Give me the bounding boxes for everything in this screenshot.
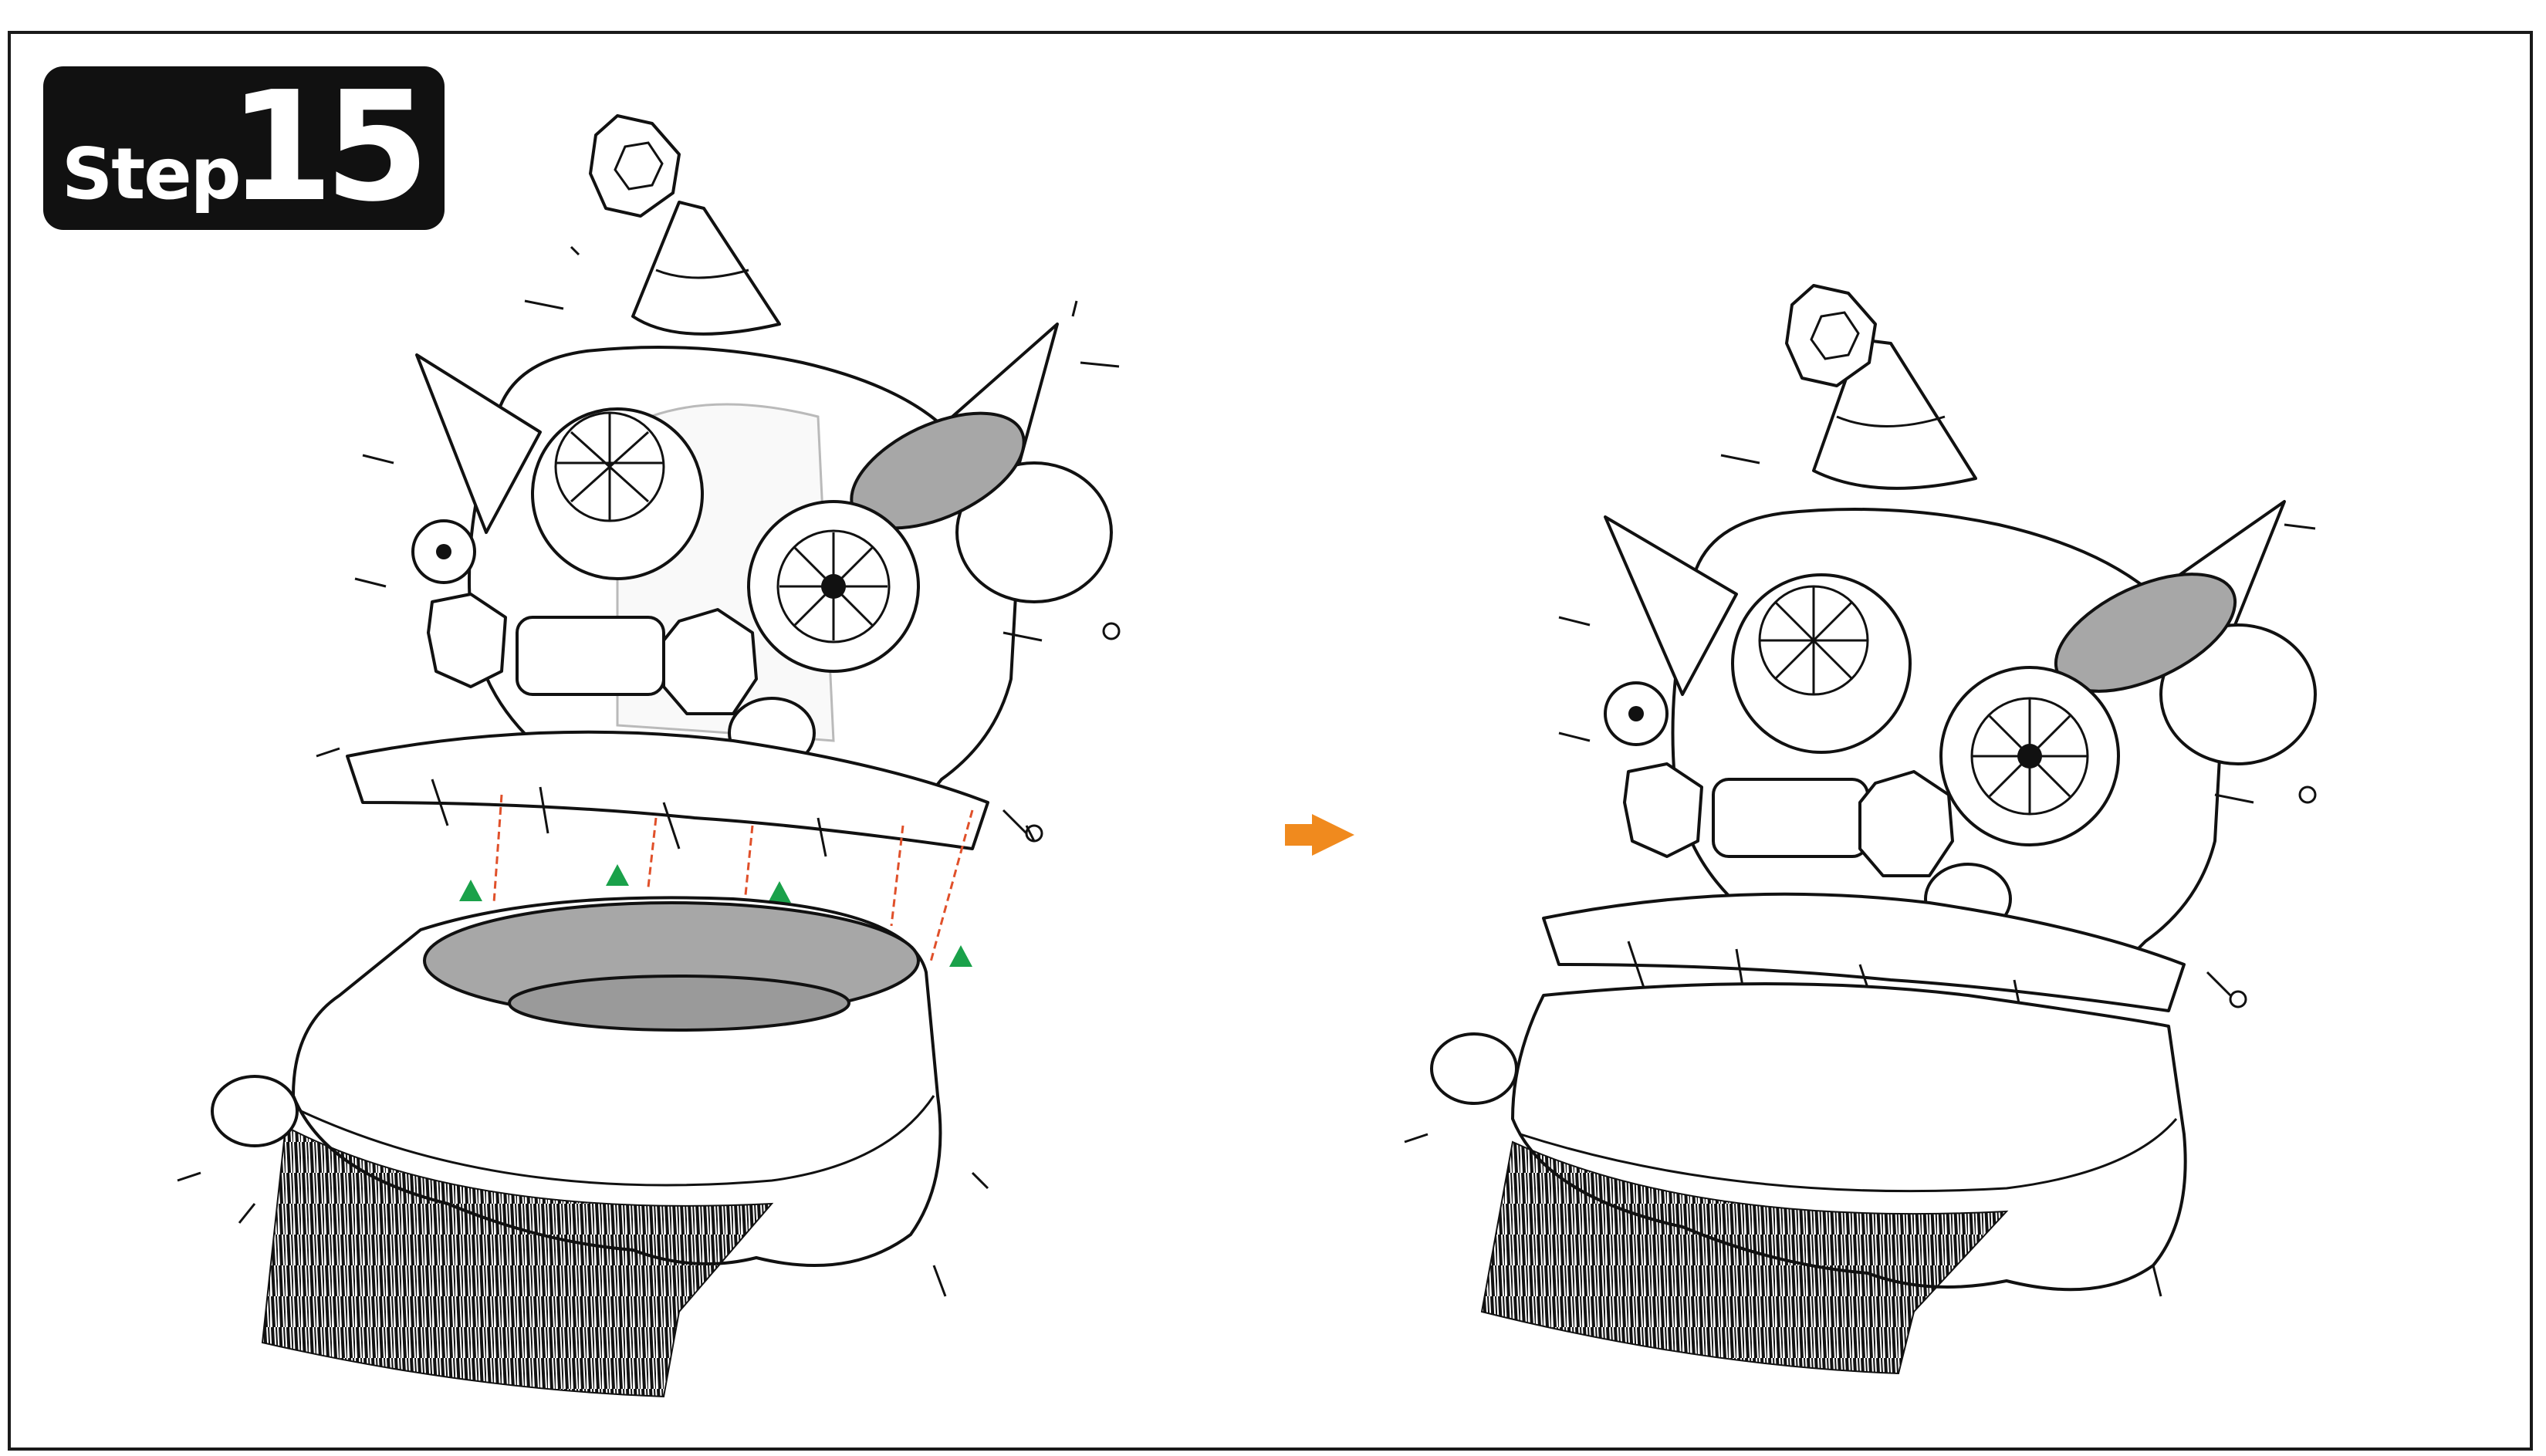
- lower-jaw-right: [1432, 984, 2186, 1373]
- nose-gem-left: [664, 610, 756, 714]
- eye-left-big: [533, 409, 702, 579]
- right-arrow-icon: [1285, 814, 1354, 856]
- lower-jaw-left: [178, 897, 988, 1397]
- horn-jewel-right: [1787, 285, 1976, 488]
- horn-jewel-left: [590, 116, 779, 334]
- lion-head-exploded: [178, 116, 1119, 1397]
- lion-head-assembled: [1405, 285, 2315, 1373]
- eye-left-assembled: [1733, 575, 1910, 752]
